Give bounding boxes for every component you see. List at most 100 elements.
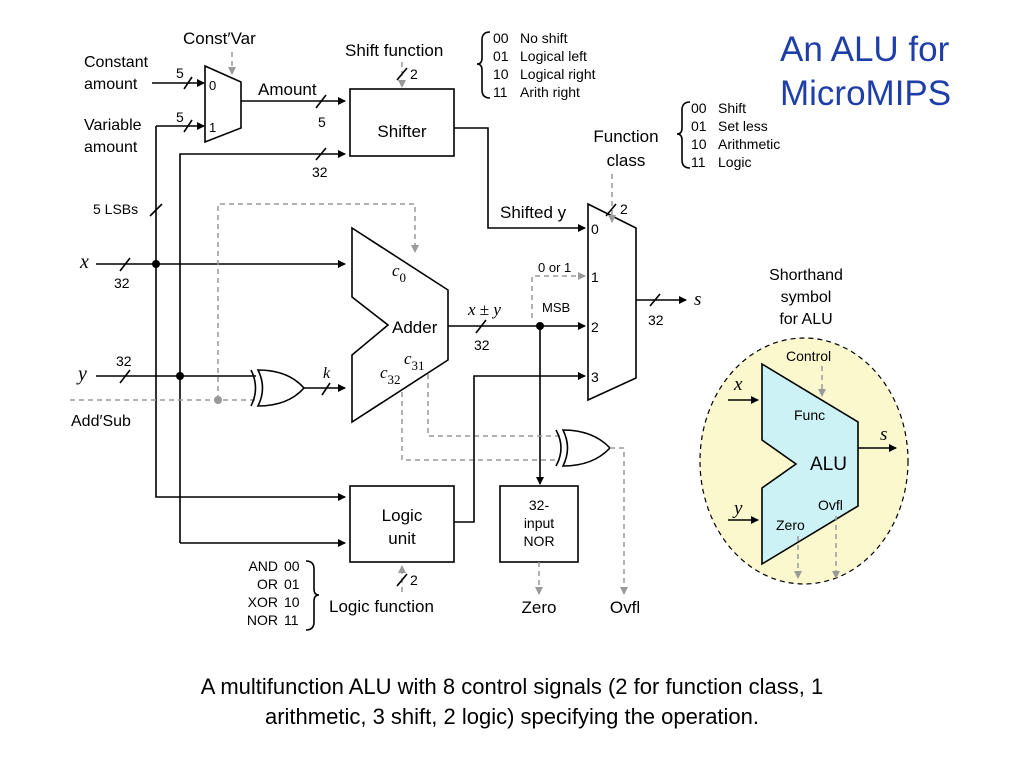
lsbs-tick: [149, 203, 163, 217]
s-output-label: s: [694, 289, 701, 310]
k-tick: [321, 382, 331, 396]
amount-mux: [204, 64, 242, 144]
msb-label: MSB: [542, 300, 570, 315]
shift-name-00: No shift: [520, 30, 568, 46]
zero-label: Zero: [522, 598, 557, 617]
x-bus-width: 32: [114, 275, 130, 291]
nor-label-1: 32-: [529, 497, 550, 513]
variable-bus-width: 5: [176, 109, 184, 125]
class-code-00: 00: [691, 100, 707, 116]
logic-code-or: 01: [284, 576, 300, 592]
shorthand-func-label: Func: [794, 407, 825, 423]
shift-code-11: 11: [493, 84, 508, 100]
logic-code-nor: 11: [284, 612, 299, 628]
caption-line-2: arithmetic, 3 shift, 2 logic) specifying…: [264, 704, 760, 729]
c31-label: c31: [404, 349, 425, 373]
logic-name-xor: XOR: [248, 594, 278, 610]
shift-code-00: 00: [493, 30, 509, 46]
y-junction: [176, 372, 184, 380]
k-label: k: [323, 365, 331, 382]
logic-function-label: Logic function: [329, 597, 434, 616]
class-code-legend: 00 Shift 01 Set less 10 Arithmetic 11 Lo…: [676, 100, 780, 170]
function-class-width: 2: [620, 201, 628, 217]
class-code-01: 01: [691, 118, 707, 134]
nor-label-2: input: [524, 515, 554, 531]
shift-code-01: 01: [493, 48, 509, 64]
function-class-tick: [605, 203, 617, 217]
constant-amount-label: amount: [84, 76, 138, 93]
shifted-y-wire: [454, 127, 586, 232]
logic-name-or: OR: [257, 576, 278, 592]
variable-amount-label: amount: [84, 139, 138, 156]
output-mux: [587, 202, 637, 402]
shifted-y-label: Shifted y: [500, 203, 567, 222]
shifter-box: [349, 88, 455, 157]
title-line-1: An ALU for: [780, 30, 950, 69]
shorthand-y-label: y: [732, 498, 743, 519]
x-pm-y-label: x ± y: [467, 300, 501, 319]
shift-code-10: 10: [493, 66, 509, 82]
class-name-01: Set less: [718, 118, 768, 134]
caption-line-1: A multifunction ALU with 8 control signa…: [200, 674, 824, 699]
nor-box: [499, 485, 579, 563]
logic-code-brace: [305, 560, 320, 631]
logic-unit-label-2: unit: [388, 529, 416, 548]
shifter-data-width: 32: [312, 164, 328, 180]
out-mux-input-2: 2: [591, 319, 599, 335]
add-sub-label: Add′Sub: [71, 413, 131, 430]
constant-label: Constant: [84, 54, 149, 71]
set-less-wire: [531, 272, 586, 318]
variable-bus-tick: [183, 119, 193, 133]
out-mux-input-0: 0: [591, 221, 599, 237]
alu-diagram: 0 1 Const′Var Constant amount 5 Variable…: [70, 29, 909, 631]
c0-label: c0: [392, 261, 406, 285]
ovfl-label: Ovfl: [610, 598, 640, 617]
logic-function-width: 2: [410, 572, 418, 588]
title-line-2: MicroMIPS: [780, 74, 952, 113]
shorthand-heading-2: symbol: [781, 289, 832, 306]
y-to-shifter-wire: [179, 150, 346, 543]
function-class-label-2: class: [607, 151, 646, 170]
adder-body: [351, 226, 449, 424]
shorthand-x-label: x: [733, 374, 743, 395]
c32-label: c32: [380, 363, 401, 387]
logic-code-legend: AND 00 OR 01 XOR 10 NOR 11: [247, 558, 320, 631]
class-name-00: Shift: [718, 100, 746, 116]
shorthand-zero-label: Zero: [776, 517, 805, 533]
y-input-label: y: [76, 363, 87, 385]
variable-label: Variable: [84, 117, 142, 134]
class-name-10: Arithmetic: [718, 136, 780, 152]
x-input-label: x: [79, 251, 89, 273]
class-code-brace: [676, 101, 691, 169]
x-to-logic-wire: [155, 264, 346, 501]
shift-function-label: Shift function: [345, 41, 443, 60]
shifter-label: Shifter: [377, 122, 426, 141]
addsub-junction: [214, 396, 222, 404]
sum-bus-tick: [475, 319, 487, 334]
const-var-label: Const′Var: [183, 29, 256, 48]
logic-name-and: AND: [248, 558, 278, 574]
out-mux-input-3: 3: [591, 369, 599, 385]
overflow-xor-gate: [555, 429, 612, 467]
logic-unit-label-1: Logic: [382, 506, 423, 525]
adder-label: Adder: [392, 318, 438, 337]
c31-to-ovfl-xor: [427, 374, 560, 437]
shift-name-11: Arith right: [520, 84, 580, 100]
logic-function-tick: [396, 573, 408, 587]
y-bus-tick: [119, 369, 131, 384]
nor-label-3: NOR: [523, 533, 554, 549]
y-bus-width: 32: [116, 353, 132, 369]
sum-bus-width: 32: [474, 337, 490, 353]
amount-bus-tick: [315, 94, 327, 109]
logic-code-xor: 10: [284, 594, 300, 610]
shifted-y-text: Shifted y: [500, 203, 567, 222]
shorthand-s-label: s: [880, 424, 887, 445]
slide-title: An ALU for MicroMIPS: [780, 28, 1005, 116]
five-lsbs-label: 5 LSBs: [93, 201, 138, 217]
shift-function-tick: [396, 67, 408, 81]
amount-out-label: Amount: [258, 80, 317, 99]
shift-code-brace: [476, 31, 491, 99]
shorthand-alu: [761, 362, 859, 566]
c32-to-ovfl-xor: [401, 392, 560, 461]
shorthand-heading-3: for ALU: [779, 311, 832, 328]
